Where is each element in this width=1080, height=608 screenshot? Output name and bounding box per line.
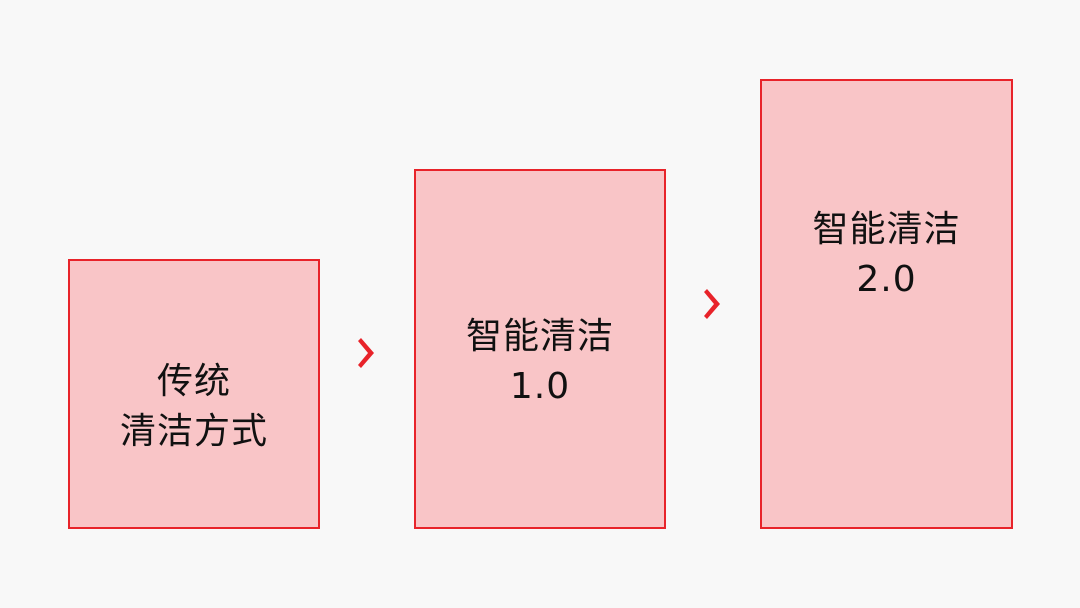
stage-box-smart-1: 智能清洁 1.0 — [414, 169, 666, 529]
stage-label: 智能清洁 2.0 — [812, 205, 960, 305]
stage-label-line-1: 智能清洁 — [812, 209, 961, 250]
stage-label: 传统 清洁方式 — [120, 357, 268, 457]
stage-box-smart-2: 智能清洁 2.0 — [760, 79, 1013, 529]
stage-box-traditional: 传统 清洁方式 — [68, 259, 320, 529]
stage-label-line-2: 清洁方式 — [119, 411, 268, 452]
stage-label: 智能清洁 1.0 — [466, 312, 614, 412]
stage-label-line-1: 传统 — [156, 361, 231, 402]
chevron-right-icon — [358, 338, 374, 368]
stage-label-line-2: 1.0 — [509, 366, 571, 407]
chevron-right-icon — [704, 289, 720, 319]
stage-label-line-2: 2.0 — [856, 259, 917, 300]
stage-label-line-1: 智能清洁 — [465, 316, 614, 357]
